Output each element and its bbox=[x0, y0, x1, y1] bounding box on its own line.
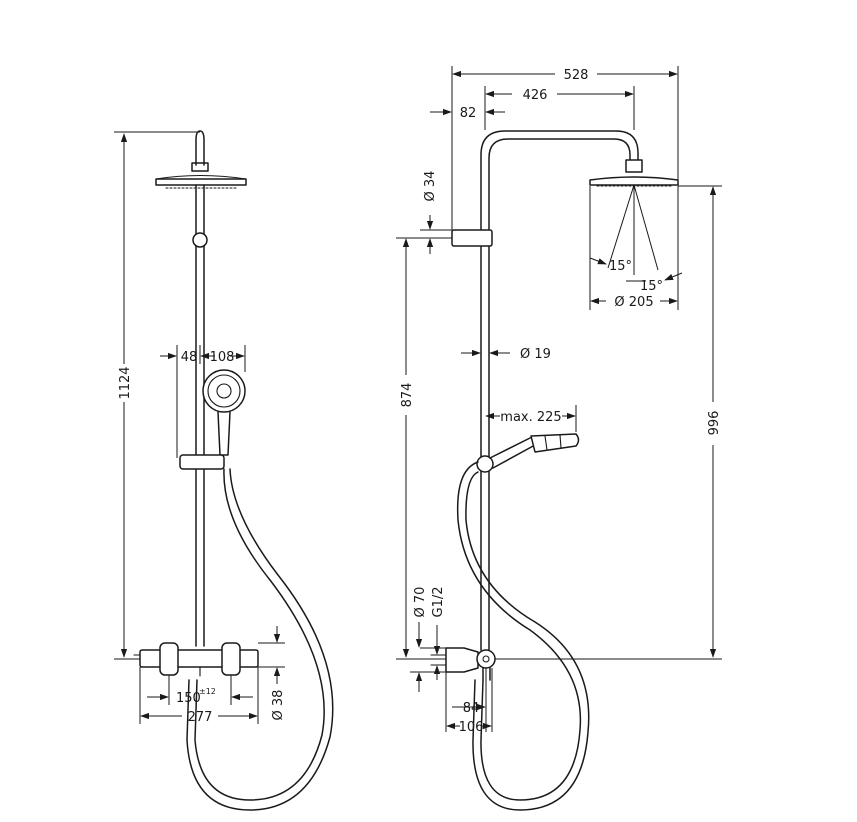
side-dim-max-225: max. 225 bbox=[485, 405, 577, 432]
front-view: 1124 48 108 150 ±12 277 bbox=[114, 130, 334, 811]
side-overhead-shower bbox=[589, 159, 679, 187]
side-dim-106: 106 bbox=[446, 720, 492, 735]
dim-label-426: 426 bbox=[523, 88, 548, 103]
side-spray-angle-lines bbox=[589, 184, 679, 310]
front-dim-1124: 1124 bbox=[114, 131, 200, 660]
side-dim-205: Ø 205 bbox=[590, 295, 678, 310]
front-hose bbox=[186, 468, 334, 811]
side-dim-70-g12: Ø 70 G1/2 bbox=[410, 587, 446, 692]
side-shower-arm bbox=[480, 130, 639, 233]
dim-label-dia-19: Ø 19 bbox=[520, 347, 551, 362]
dim-label-1124: 1124 bbox=[118, 366, 133, 399]
dim-label-dia-205: Ø 205 bbox=[614, 295, 653, 310]
front-dim-48-108: 48 108 bbox=[160, 345, 246, 458]
dim-label-108: 108 bbox=[210, 350, 235, 365]
dim-label-dia-70: Ø 70 bbox=[413, 587, 428, 618]
dim-label-angle-b: 15° bbox=[640, 279, 663, 294]
side-view: 528 426 82 Ø 34 874 bbox=[396, 66, 722, 811]
dim-label-g12: G1/2 bbox=[431, 587, 446, 618]
front-dim-38: Ø 38 bbox=[258, 626, 286, 720]
side-dim-34: Ø 34 bbox=[396, 171, 452, 254]
side-dim-84: 84 bbox=[445, 668, 493, 732]
side-dim-19: Ø 19 bbox=[461, 347, 551, 362]
dim-label-874: 874 bbox=[400, 383, 415, 408]
side-dim-874: 874 bbox=[396, 238, 446, 660]
front-thermostat bbox=[133, 642, 259, 677]
dim-label-48: 48 bbox=[181, 350, 198, 365]
front-overhead-shower bbox=[155, 130, 247, 189]
side-dim-426: 426 bbox=[484, 86, 635, 130]
side-hand-shower bbox=[476, 433, 580, 473]
side-dim-996: 996 bbox=[495, 185, 722, 660]
dim-label-996: 996 bbox=[707, 411, 722, 436]
dim-label-150-tolerance: ±12 bbox=[199, 687, 216, 696]
dim-label-528: 528 bbox=[564, 68, 589, 83]
side-hose bbox=[456, 461, 590, 811]
front-slider bbox=[179, 454, 225, 470]
side-thermostat bbox=[430, 647, 496, 681]
dim-label-150: 150 bbox=[176, 691, 201, 706]
side-dim-528: 528 bbox=[451, 66, 679, 230]
front-riser-pipe bbox=[192, 184, 208, 647]
dim-label-angle-a: 15° bbox=[609, 259, 632, 274]
side-riser-pipe bbox=[451, 229, 493, 651]
dim-label-82: 82 bbox=[460, 106, 477, 121]
front-dim-277: 277 bbox=[139, 667, 259, 725]
dim-label-277: 277 bbox=[188, 710, 213, 725]
front-hand-shower bbox=[202, 369, 246, 456]
dim-label-106: 106 bbox=[459, 720, 484, 735]
side-dim-82: 82 bbox=[430, 106, 505, 121]
side-dim-15-degrees: 15° 15° bbox=[589, 257, 683, 294]
front-dim-150: 150 ±12 bbox=[147, 675, 253, 706]
dim-label-max-225: max. 225 bbox=[500, 410, 561, 425]
dim-label-84: 84 bbox=[463, 701, 480, 716]
dim-label-dia-34: Ø 34 bbox=[423, 171, 438, 202]
dim-label-dia-38: Ø 38 bbox=[271, 690, 286, 721]
